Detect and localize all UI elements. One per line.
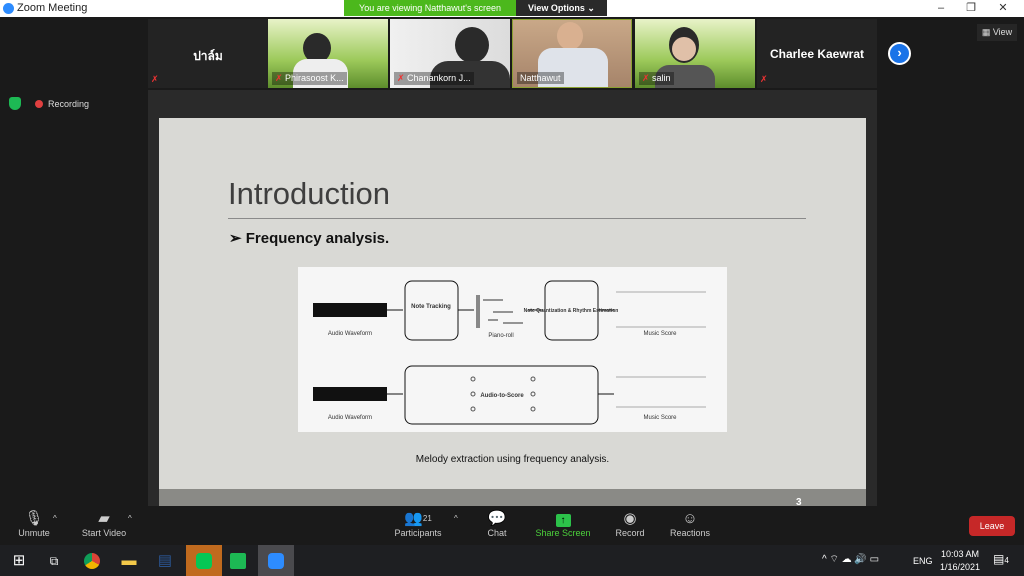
encryption-shield-icon[interactable]: [9, 97, 21, 110]
diagram-figure: Audio Waveform Note Tracking Piano-roll …: [298, 267, 727, 432]
video-off-icon: ▰: [98, 510, 110, 527]
green-app-icon[interactable]: [224, 548, 252, 574]
participant-tile[interactable]: ปาล์ม ✗: [148, 19, 268, 88]
waveform: [313, 387, 387, 401]
slide-footer-bar: [159, 489, 866, 506]
participant-tile-active[interactable]: Natthawut: [512, 19, 632, 88]
tray-icons[interactable]: ^ ⌔ ☁ 🔊 ▭: [822, 554, 880, 565]
minimize-button[interactable]: –: [937, 2, 945, 14]
view-options-button[interactable]: View Options ⌄: [516, 0, 607, 16]
diagram-label: Audio Waveform: [328, 415, 372, 421]
diagram-label: Audio Waveform: [328, 331, 372, 337]
window-title: Zoom Meeting: [17, 2, 88, 14]
slide-bullet: ➢ Frequency analysis.: [229, 230, 390, 247]
recording-icon: [35, 100, 43, 108]
word-icon[interactable]: ▤: [157, 552, 173, 569]
record-button[interactable]: ◉Record: [612, 510, 648, 538]
unmute-button[interactable]: 🎙Unmute: [14, 510, 54, 538]
participant-tile[interactable]: Charlee Kaewrat ✗: [757, 19, 877, 88]
participant-name: ✗ Phirasoost K...: [272, 72, 347, 85]
diagram-label: Music Score: [643, 331, 677, 337]
leave-button[interactable]: Leave: [969, 516, 1015, 536]
zoom-logo-icon: [3, 3, 14, 14]
participant-name: Natthawut: [517, 72, 564, 84]
participant-video: [303, 33, 331, 63]
muted-mic-icon: 🎙: [24, 510, 44, 527]
chat-button[interactable]: 💬Chat: [482, 510, 512, 538]
task-view-icon[interactable]: ⧉: [49, 554, 59, 568]
participant-tile[interactable]: ✗ Chanankorn J...: [390, 19, 510, 88]
chrome-icon[interactable]: [78, 548, 106, 574]
slide-title: Introduction: [228, 176, 390, 211]
participant-name: ปาล์ม: [193, 49, 223, 63]
diagram-label: Note Quantization & Rhythm Estimation: [524, 308, 619, 314]
audio-options-caret[interactable]: ^: [53, 514, 57, 523]
participant-video: [557, 22, 583, 50]
start-video-button[interactable]: ▰Start Video: [81, 510, 127, 538]
presentation-slide: Introduction ➢ Frequency analysis. Audio…: [159, 118, 866, 508]
participant-tile[interactable]: ✗ salin: [635, 19, 755, 88]
participant-name: ✗ Chanankorn J...: [394, 72, 474, 85]
share-screen-button[interactable]: ↑Share Screen: [535, 510, 591, 538]
diagram-label: Audio-to-Score: [480, 393, 524, 399]
participants-icon: 👥21: [404, 510, 432, 527]
record-icon: ◉: [623, 510, 637, 527]
diagram-label: Note Tracking: [411, 304, 451, 310]
participant-name: Charlee Kaewrat: [769, 47, 865, 61]
reactions-button[interactable]: ☺Reactions: [669, 510, 711, 538]
video-options-caret[interactable]: ^: [128, 514, 132, 523]
windows-taskbar: [0, 545, 1024, 576]
diagram-label: Music Score: [643, 415, 677, 421]
slide-page-number: 3: [796, 497, 802, 508]
windows-start-icon[interactable]: ⊞: [12, 552, 26, 569]
next-page-arrow-icon[interactable]: ›: [888, 42, 911, 65]
zoom-taskbar-icon[interactable]: [258, 545, 294, 576]
participant-name: ✗ salin: [639, 72, 674, 85]
participant-video: [455, 27, 489, 63]
reactions-icon: ☺: [682, 510, 698, 527]
figure-caption: Melody extraction using frequency analys…: [415, 454, 610, 465]
file-explorer-icon[interactable]: ▬: [121, 552, 137, 569]
maximize-button[interactable]: ❐: [966, 2, 976, 14]
share-screen-icon: ↑: [535, 510, 591, 528]
chat-icon: 💬: [487, 510, 507, 527]
viewing-banner: You are viewing Natthawut's screen: [344, 0, 516, 16]
notifications-icon[interactable]: ▤4: [993, 552, 1009, 566]
participants-caret[interactable]: ^: [454, 514, 458, 523]
close-button[interactable]: ✕: [998, 2, 1008, 14]
input-language[interactable]: ENG: [913, 556, 933, 566]
line-app-icon[interactable]: [186, 545, 222, 576]
participant-tile[interactable]: ✗ Phirasoost K...: [268, 19, 388, 88]
diagram-label: Piano-roll: [488, 333, 513, 339]
title-divider: [228, 218, 806, 219]
recording-label[interactable]: Recording: [48, 99, 90, 109]
waveform: [313, 303, 387, 317]
muted-mic-icon: ✗: [151, 74, 159, 84]
view-button[interactable]: ▦ View: [977, 24, 1017, 41]
muted-mic-icon: ✗: [760, 74, 768, 84]
